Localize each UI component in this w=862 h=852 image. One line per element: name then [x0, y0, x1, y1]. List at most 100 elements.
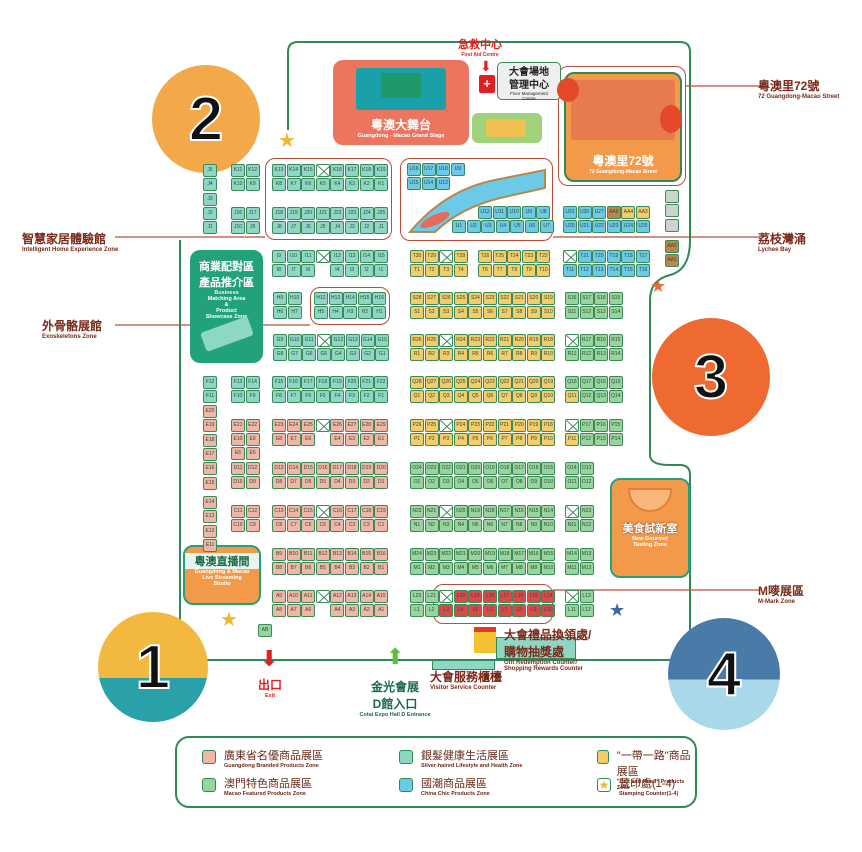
booth[interactable]: B13 [330, 548, 345, 561]
booth[interactable]: Q6 [483, 390, 497, 403]
blocked-booth[interactable] [565, 590, 579, 603]
booth[interactable]: F22 [374, 376, 389, 389]
booth[interactable]: F6 [301, 390, 316, 403]
booth[interactable]: T1 [410, 264, 424, 277]
booth[interactable]: Q12 [579, 390, 594, 403]
blocked-booth[interactable] [565, 334, 579, 347]
booth[interactable]: J2 [359, 221, 374, 234]
booth[interactable]: T23 [521, 250, 536, 263]
booth[interactable]: I3 [345, 264, 359, 277]
booth[interactable]: J4 [330, 221, 345, 234]
booth[interactable]: G12 [331, 334, 346, 347]
booth[interactable]: AB [258, 624, 272, 637]
booth[interactable]: P3 [439, 433, 454, 446]
booth[interactable]: N18 [483, 505, 497, 518]
booth[interactable]: R11 [565, 348, 579, 361]
booth[interactable]: B2 [359, 562, 374, 575]
booth[interactable]: T10 [536, 264, 551, 277]
booth[interactable]: R3 [439, 348, 454, 361]
booth[interactable]: M16 [526, 548, 541, 561]
booth[interactable]: Q25 [453, 376, 468, 389]
booth[interactable]: B9 [272, 548, 286, 561]
booth[interactable]: C2 [359, 519, 374, 532]
booth[interactable]: J19 [286, 207, 301, 220]
booth[interactable]: G6 [302, 348, 317, 361]
gourmet-tasting-zone[interactable]: 美食試新室 New Gourmet Tasting Zone [610, 478, 690, 578]
booth[interactable]: K16 [330, 164, 345, 177]
booth[interactable]: P9 [526, 433, 541, 446]
booth[interactable]: L11 [565, 604, 579, 617]
booth[interactable]: P4 [453, 433, 468, 446]
booth[interactable]: A13 [345, 590, 359, 603]
booth[interactable]: P2 [424, 433, 439, 446]
booth[interactable]: Q2 [424, 390, 439, 403]
booth[interactable]: K5 [315, 178, 330, 191]
booth[interactable]: E6 [231, 447, 245, 460]
blocked-booth[interactable] [315, 164, 330, 177]
booth[interactable]: H14 [343, 292, 358, 305]
booth[interactable]: E14 [203, 496, 217, 509]
booth[interactable]: U10 [507, 206, 522, 219]
booth[interactable]: M7 [497, 562, 512, 575]
booth[interactable]: E29 [374, 419, 389, 432]
booth[interactable]: L20 [453, 590, 468, 603]
booth[interactable]: K1 [374, 178, 389, 191]
stamping-counter-4[interactable]: 4 [668, 618, 780, 730]
booth[interactable]: F3 [345, 390, 359, 403]
booth[interactable]: D15 [301, 462, 316, 475]
booth[interactable]: K7 [286, 178, 301, 191]
booth[interactable]: J22 [330, 207, 345, 220]
booth[interactable]: L9 [526, 604, 541, 617]
booth[interactable]: M18 [497, 548, 512, 561]
booth[interactable]: B6 [301, 562, 316, 575]
booth[interactable]: U20 [563, 220, 577, 233]
booth[interactable]: N2 [424, 519, 439, 532]
booth[interactable]: B10 [286, 548, 301, 561]
booth[interactable] [665, 190, 679, 203]
booth[interactable]: F20 [345, 376, 359, 389]
booth[interactable]: J10 [231, 221, 245, 234]
booth[interactable]: N7 [497, 519, 512, 532]
booth[interactable]: E9 [245, 433, 260, 446]
booth[interactable]: R17 [579, 334, 594, 347]
booth[interactable]: R7 [497, 348, 512, 361]
booth[interactable]: L4 [453, 604, 468, 617]
booth[interactable]: R19 [526, 334, 541, 347]
booth[interactable]: Q14 [608, 390, 623, 403]
booth[interactable]: K6 [301, 178, 316, 191]
blocked-booth[interactable] [439, 590, 454, 603]
booth[interactable]: H7 [287, 306, 302, 319]
booth[interactable]: N6 [483, 519, 497, 532]
booth[interactable]: S17 [579, 292, 594, 305]
booth[interactable]: AA2 [665, 240, 679, 253]
booth[interactable]: I2 [359, 264, 374, 277]
booth[interactable]: AA6 [606, 206, 621, 219]
booth[interactable]: O1 [410, 476, 424, 489]
booth[interactable]: L8 [512, 604, 527, 617]
booth[interactable]: S7 [497, 306, 512, 319]
booth[interactable]: P10 [541, 433, 556, 446]
booth[interactable]: U9 [521, 206, 536, 219]
first-aid-centre[interactable]: 急救中心 First Aid Centre [458, 39, 502, 58]
booth[interactable]: H13 [328, 292, 343, 305]
booth[interactable]: Q24 [468, 376, 483, 389]
booth[interactable]: K19 [374, 164, 389, 177]
booth[interactable]: T2 [424, 264, 439, 277]
booth[interactable]: S23 [483, 292, 497, 305]
booth[interactable]: N19 [468, 505, 483, 518]
booth[interactable]: T30 [410, 250, 424, 263]
booth[interactable]: J3 [345, 221, 359, 234]
booth[interactable]: M6 [483, 562, 497, 575]
booth[interactable]: A15 [374, 590, 389, 603]
booth[interactable]: F18 [315, 376, 330, 389]
booth[interactable]: U14 [421, 177, 436, 190]
booth[interactable]: B16 [374, 548, 389, 561]
booth[interactable]: Q9 [526, 390, 541, 403]
booth[interactable]: R13 [594, 348, 609, 361]
booth[interactable]: D13 [272, 462, 286, 475]
booth[interactable]: J16 [231, 207, 245, 220]
booth[interactable]: O19 [483, 462, 497, 475]
booth[interactable]: A1 [374, 604, 389, 617]
booth[interactable]: E28 [359, 419, 374, 432]
booth[interactable]: C16 [330, 505, 345, 518]
